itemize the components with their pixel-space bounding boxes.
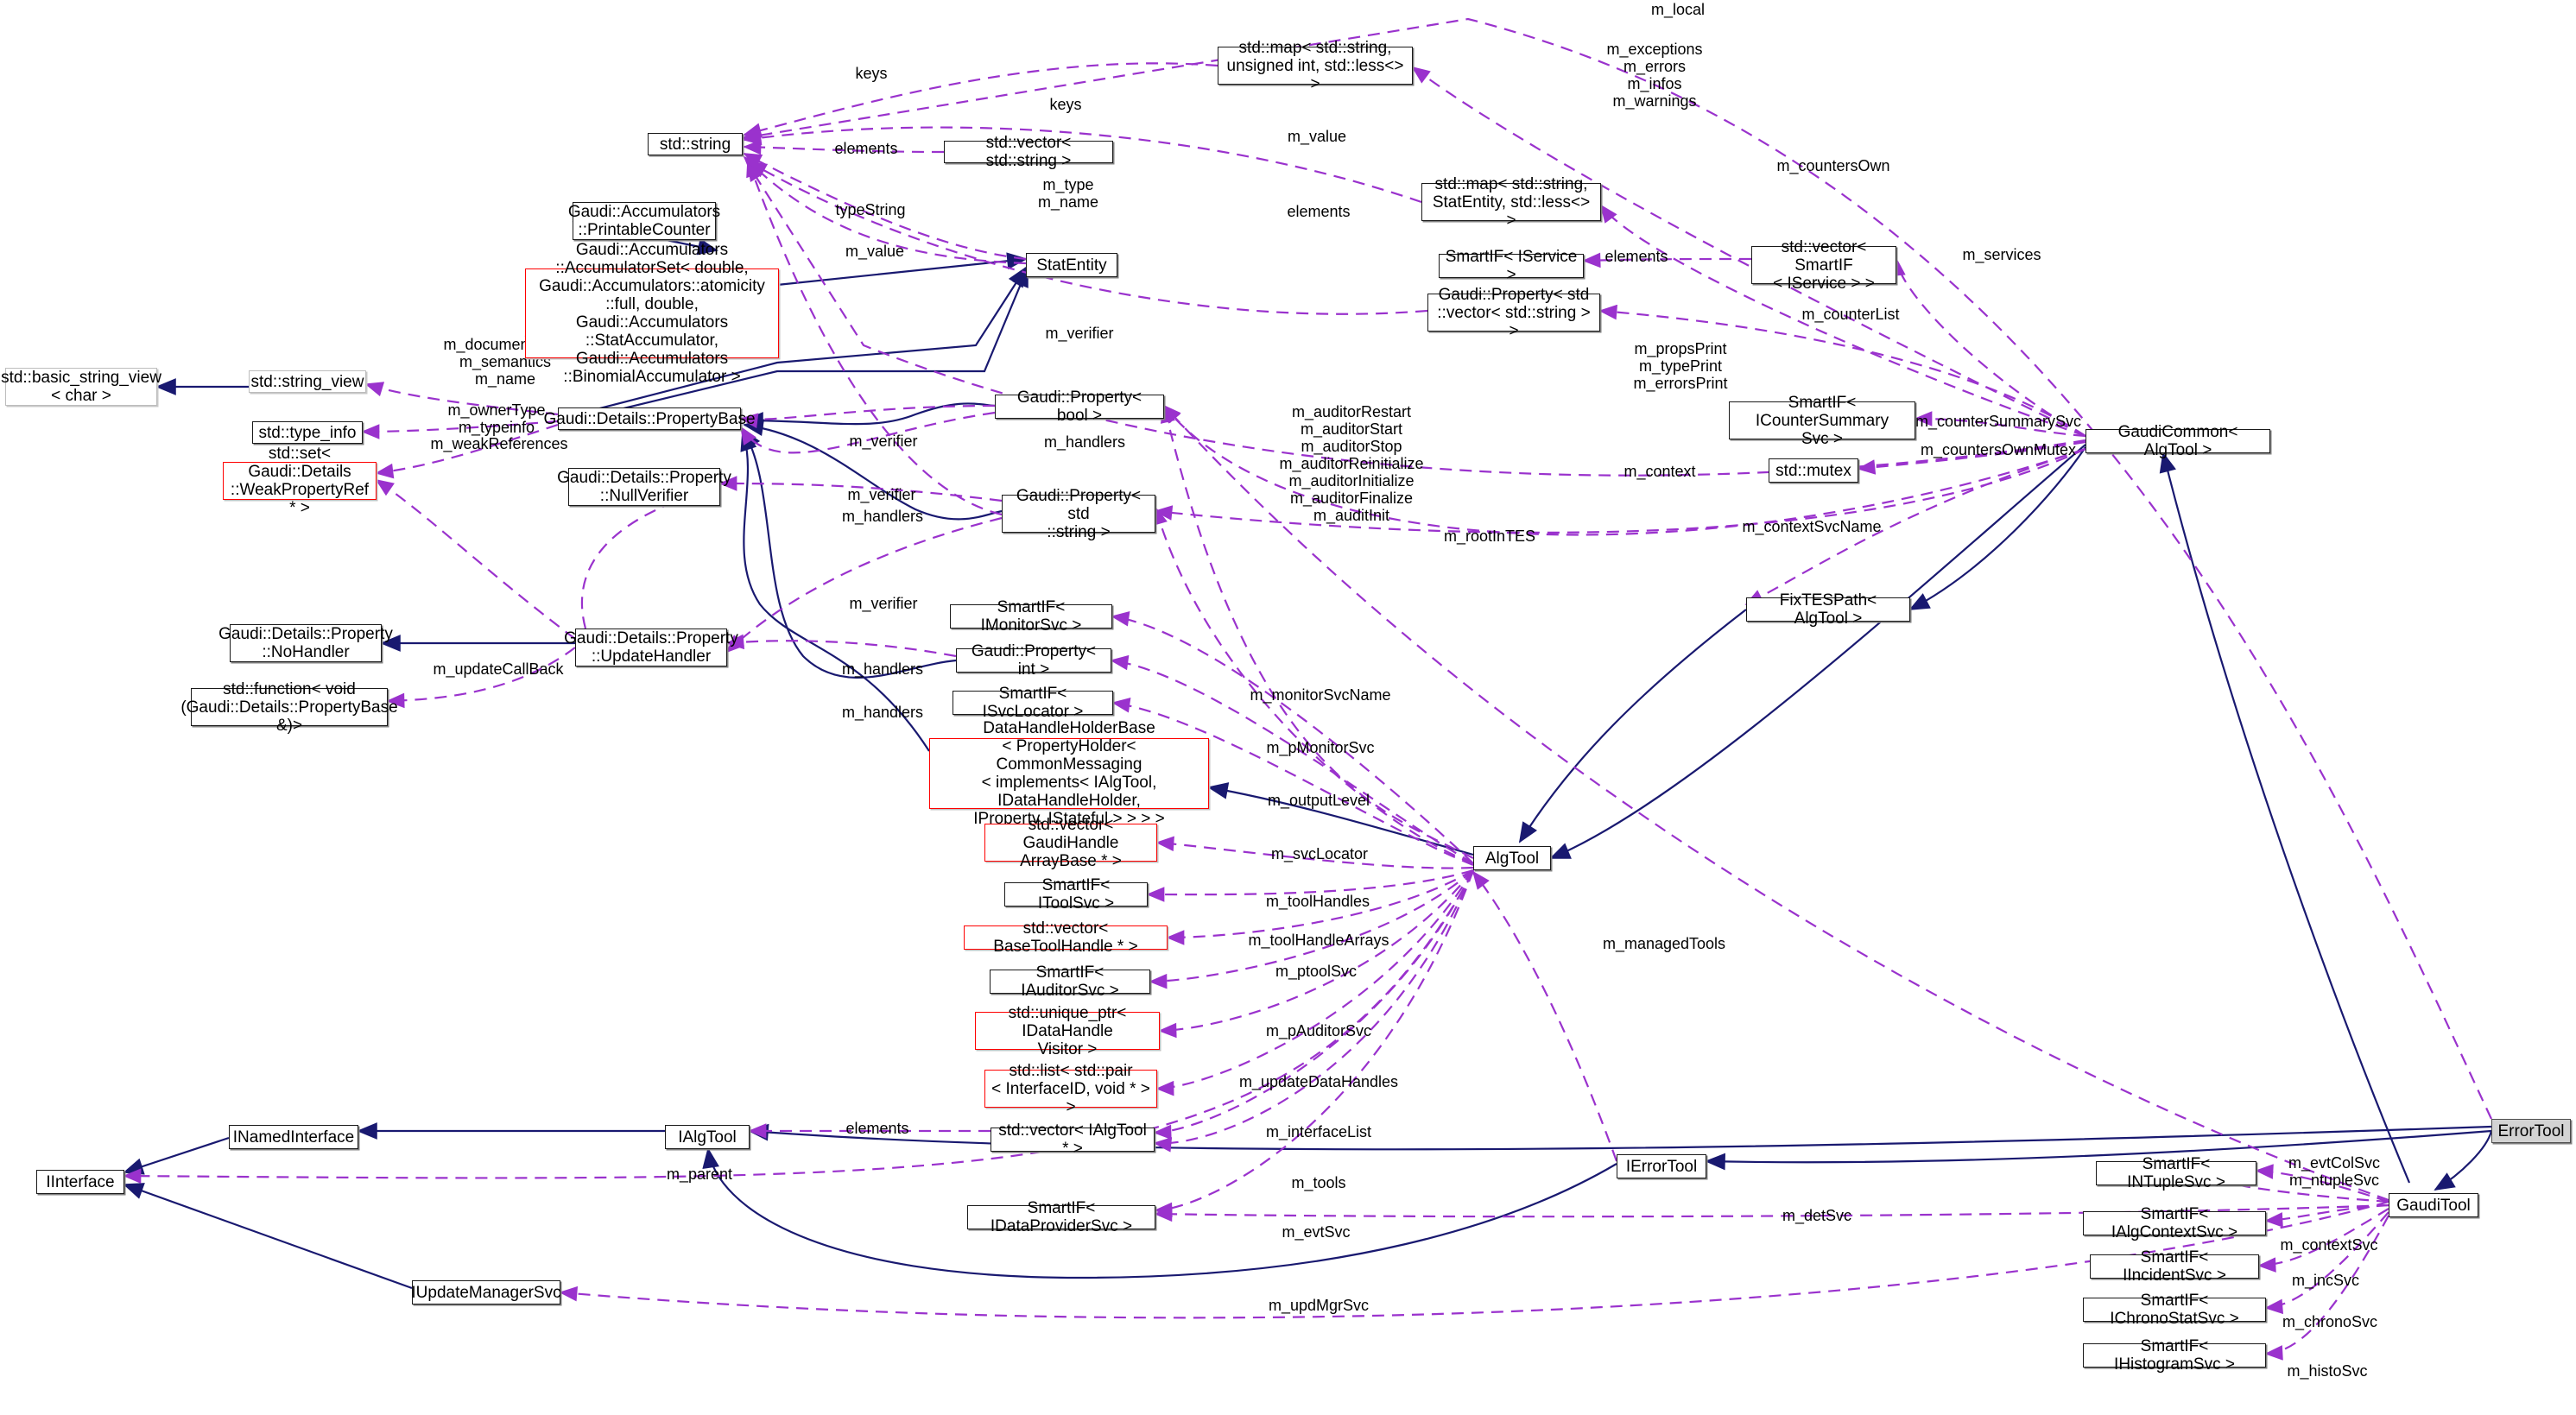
class-node-vector_smartif_iservice[interactable]: std::vector< SmartIF < IService > > xyxy=(1751,238,1896,293)
class-node-vector_ialgtool[interactable]: std::vector< IAlgTool * > xyxy=(991,1121,1155,1158)
class-node-string_view[interactable]: std::string_view xyxy=(249,370,366,393)
class-node-vector_string[interactable]: std::vector< std::string > xyxy=(944,134,1113,170)
class-node-std_mutex[interactable]: std::mutex xyxy=(1769,458,1858,483)
class-node-smartif_itoolsvc[interactable]: SmartIF< IToolSvc > xyxy=(1004,876,1148,913)
class-node-accumulatorset[interactable]: Gaudi::Accumulators ::AccumulatorSet< do… xyxy=(525,241,779,386)
class-node-smartif_ialgcontextsvc[interactable]: SmartIF< IAlgContextSvc > xyxy=(2083,1205,2266,1241)
class-node-map_string_uint[interactable]: std::map< std::string, unsigned int, std… xyxy=(1218,39,1413,93)
class-node-inamedinterface[interactable]: INamedInterface xyxy=(229,1125,358,1149)
inheritance-edges xyxy=(123,219,2493,1290)
class-node-smartif_iauditorsvc[interactable]: SmartIF< IAuditorSvc > xyxy=(990,963,1150,1000)
class-node-iupdatemanagersvc[interactable]: IUpdateManagerSvc xyxy=(411,1280,561,1304)
class-node-vector_basetoolhandle[interactable]: std::vector< BaseToolHandle * > xyxy=(964,919,1168,956)
class-node-type_info[interactable]: std::type_info xyxy=(252,421,363,444)
class-node-property_updatehandler[interactable]: Gaudi::Details::Property ::UpdateHandler xyxy=(564,629,738,666)
class-node-property_bool[interactable]: Gaudi::Property< bool > xyxy=(995,388,1164,425)
class-node-unique_ptr_idatahandlevisitor[interactable]: std::unique_ptr< IDataHandle Visitor > xyxy=(975,1004,1160,1058)
class-node-property_nohandler[interactable]: Gaudi::Details::Property ::NoHandler xyxy=(218,624,393,662)
class-node-iinterface[interactable]: IInterface xyxy=(36,1170,124,1194)
class-node-property_string[interactable]: Gaudi::Property< std ::string > xyxy=(1002,487,1155,541)
class-node-printablecounter[interactable]: Gaudi::Accumulators ::PrintableCounter xyxy=(567,202,721,240)
class-node-std_function_void[interactable]: std::function< void (Gaudi::Details::Pro… xyxy=(180,679,398,735)
class-node-algtool[interactable]: AlgTool xyxy=(1473,846,1551,870)
class-node-vector_gaudihandlearray[interactable]: std::vector< GaudiHandle ArrayBase * > xyxy=(984,816,1157,870)
class-node-errortool[interactable]: ErrorTool xyxy=(2491,1119,2571,1143)
class-node-gaudicommon_algtool[interactable]: GaudiCommon< AlgTool > xyxy=(2085,423,2270,459)
class-node-property_int[interactable]: Gaudi::Property< int > xyxy=(956,642,1111,679)
class-node-property_vector_string[interactable]: Gaudi::Property< std ::vector< std::stri… xyxy=(1427,286,1600,340)
class-node-set_weakpropertyref[interactable]: std::set< Gaudi::Details ::WeakPropertyR… xyxy=(223,445,377,517)
class-node-propertybase[interactable]: Gaudi::Details::PropertyBase xyxy=(544,407,756,430)
class-node-statentity[interactable]: StatEntity xyxy=(1026,253,1117,277)
class-node-list_pair_interfaceid[interactable]: std::list< std::pair < InterfaceID, void… xyxy=(984,1062,1157,1116)
class-node-smartif_isvclocator[interactable]: SmartIF< ISvcLocator > xyxy=(953,685,1113,721)
class-node-map_string_statentity[interactable]: std::map< std::string, StatEntity, std::… xyxy=(1421,175,1601,230)
class-node-smartif_iservice[interactable]: SmartIF< IService > xyxy=(1439,248,1584,284)
class-node-ierrortool[interactable]: IErrorTool xyxy=(1617,1154,1706,1178)
class-node-smartif_icountersummary[interactable]: SmartIF< ICounterSummary Svc > xyxy=(1729,394,1915,448)
class-node-smartif_intuplesvc[interactable]: SmartIF< INTupleSvc > xyxy=(2096,1155,2256,1191)
class-node-basic_string_view[interactable]: std::basic_string_view < char > xyxy=(1,368,161,406)
usage-edges xyxy=(123,17,2492,1361)
class-node-smartif_iincidentsvc[interactable]: SmartIF< IIncidentSvc > xyxy=(2090,1248,2259,1285)
class-node-std_string[interactable]: std::string xyxy=(648,133,743,155)
class-node-smartif_ihistogramsvc[interactable]: SmartIF< IHistogramSvc > xyxy=(2083,1337,2266,1374)
class-node-smartif_imonitorsvc[interactable]: SmartIF< IMonitorSvc > xyxy=(950,598,1112,635)
class-node-datahandleholderbase[interactable]: DataHandleHolderBase < PropertyHolder< C… xyxy=(929,719,1209,828)
class-node-ialgtool[interactable]: IAlgTool xyxy=(665,1125,750,1149)
class-node-fixtespath_algtool[interactable]: FixTESPath< AlgTool > xyxy=(1746,591,1910,628)
class-node-property_nullverifier[interactable]: Gaudi::Details::Property ::NullVerifier xyxy=(557,468,731,506)
class-node-smartif_idataprovidersvc[interactable]: SmartIF< IDataProviderSvc > xyxy=(967,1199,1155,1235)
class-node-gauditool[interactable]: GaudiTool xyxy=(2389,1193,2478,1217)
class-node-smartif_ichronostatsvc[interactable]: SmartIF< IChronoStatSvc > xyxy=(2083,1292,2266,1328)
